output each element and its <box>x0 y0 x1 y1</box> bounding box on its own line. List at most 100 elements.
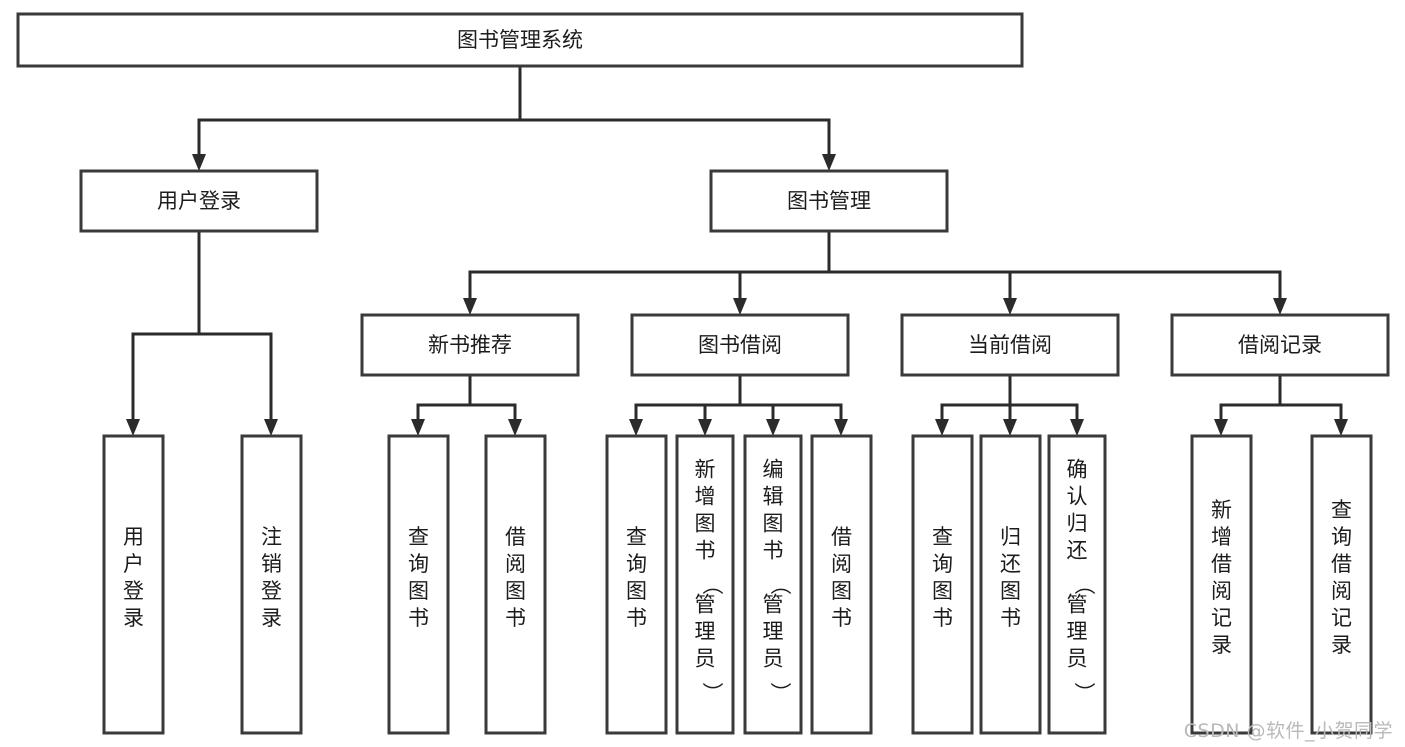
node-label-char: 还 <box>1000 552 1021 576</box>
arrow-head-icon <box>1273 298 1287 315</box>
edges-level3-group-0 <box>411 373 522 436</box>
arrow-head-icon <box>1334 419 1348 436</box>
arrow-head-icon <box>508 419 522 436</box>
node-label-char: 录 <box>261 606 282 630</box>
node-label-char: ） <box>1072 682 1096 703</box>
node-rect <box>16 12 1024 68</box>
node-label-char: 查 <box>626 525 647 549</box>
node-label-char: 登 <box>261 579 282 603</box>
node-label-char: 询 <box>932 552 953 576</box>
node-level3-3[interactable]: 借阅记录 <box>1170 313 1390 377</box>
node-label-char: 图 <box>626 579 647 603</box>
node-leaf-0[interactable]: 用户登录 <box>102 434 165 735</box>
node-rect <box>810 434 873 735</box>
node-label: 图书管理系统 <box>457 28 583 52</box>
node-label-char: 图 <box>695 512 716 536</box>
edges-book-mgmt-to-level3 <box>463 229 1287 315</box>
node-label-char: 阅 <box>1211 579 1232 603</box>
node-label-char: 编 <box>763 458 784 482</box>
node-level2-0[interactable]: 用户登录 <box>79 169 319 233</box>
node-label-char: 查 <box>1331 498 1352 522</box>
arrow-head-icon <box>766 419 780 436</box>
node-label-char: （ <box>1072 574 1096 595</box>
node-label-char: 图 <box>505 579 526 603</box>
node-label-char: 查 <box>932 525 953 549</box>
node-label-char: 书 <box>505 606 526 630</box>
node-rect <box>630 313 850 377</box>
node-label-char: 理 <box>695 620 716 644</box>
arrow-head-icon <box>1003 419 1017 436</box>
node-rect <box>1170 313 1390 377</box>
node-label-char: 借 <box>831 525 852 549</box>
arrow-head-icon <box>411 419 425 436</box>
node-label-char: 书 <box>1000 606 1021 630</box>
node-label-char: 阅 <box>1331 579 1352 603</box>
node-label-char: 确 <box>1067 458 1088 482</box>
node-level3-0[interactable]: 新书推荐 <box>360 313 580 377</box>
node-level3-1[interactable]: 图书借阅 <box>630 313 850 377</box>
node-label-char: 认 <box>1067 485 1088 509</box>
node-label-char: 阅 <box>505 552 526 576</box>
node-label-char: 图 <box>1000 579 1021 603</box>
node-label-char: 借 <box>1331 552 1352 576</box>
node-rect <box>979 434 1042 735</box>
node-label-char: 销 <box>261 552 282 576</box>
node-label: 当前借阅 <box>968 333 1052 357</box>
node-level2-1[interactable]: 图书管理 <box>709 169 949 233</box>
node-label-char: 增 <box>695 485 716 509</box>
node-label-char: 借 <box>1211 552 1232 576</box>
node-rect <box>900 313 1120 377</box>
node-label: 图书管理 <box>787 189 871 213</box>
node-label-char: （ <box>768 574 792 595</box>
node-rect <box>911 434 974 735</box>
node-label-char: 还 <box>1067 539 1088 563</box>
arrow-head-icon <box>126 419 140 436</box>
node-label-char: 用 <box>123 525 144 549</box>
node-rect <box>675 434 735 735</box>
node-label-char: 图 <box>831 579 852 603</box>
node-rect <box>102 434 165 735</box>
node-root-system[interactable]: 图书管理系统 <box>16 12 1024 68</box>
node-label-char: 书 <box>408 606 429 630</box>
edges-level3-group-3 <box>1214 373 1348 436</box>
edges-level3-group-1 <box>629 373 848 436</box>
node-label-char: 询 <box>1331 525 1352 549</box>
node-rect <box>1190 434 1253 735</box>
node-label-char: 书 <box>763 539 784 563</box>
node-label-char: 记 <box>1331 606 1352 630</box>
arrow-head-icon <box>1003 298 1017 315</box>
node-label-char: 员 <box>763 647 784 671</box>
arrow-head-icon <box>463 298 477 315</box>
arrow-head-icon <box>1214 419 1228 436</box>
node-rect <box>484 434 547 735</box>
node-label-char: 管 <box>763 593 784 617</box>
node-label-char: 管 <box>1067 593 1088 617</box>
node-label-char: （ <box>700 574 724 595</box>
node-rect <box>387 434 450 735</box>
node-label-char: 员 <box>1067 647 1088 671</box>
node-label: 用户登录 <box>157 189 241 213</box>
node-label-char: 录 <box>1211 633 1232 657</box>
node-rect <box>743 434 803 735</box>
node-level3-2[interactable]: 当前借阅 <box>900 313 1120 377</box>
node-label: 借阅记录 <box>1238 333 1322 357</box>
arrow-head-icon <box>264 419 278 436</box>
node-label: 图书借阅 <box>698 333 782 357</box>
node-label-char: 录 <box>1331 633 1352 657</box>
node-label-char: 注 <box>261 525 282 549</box>
